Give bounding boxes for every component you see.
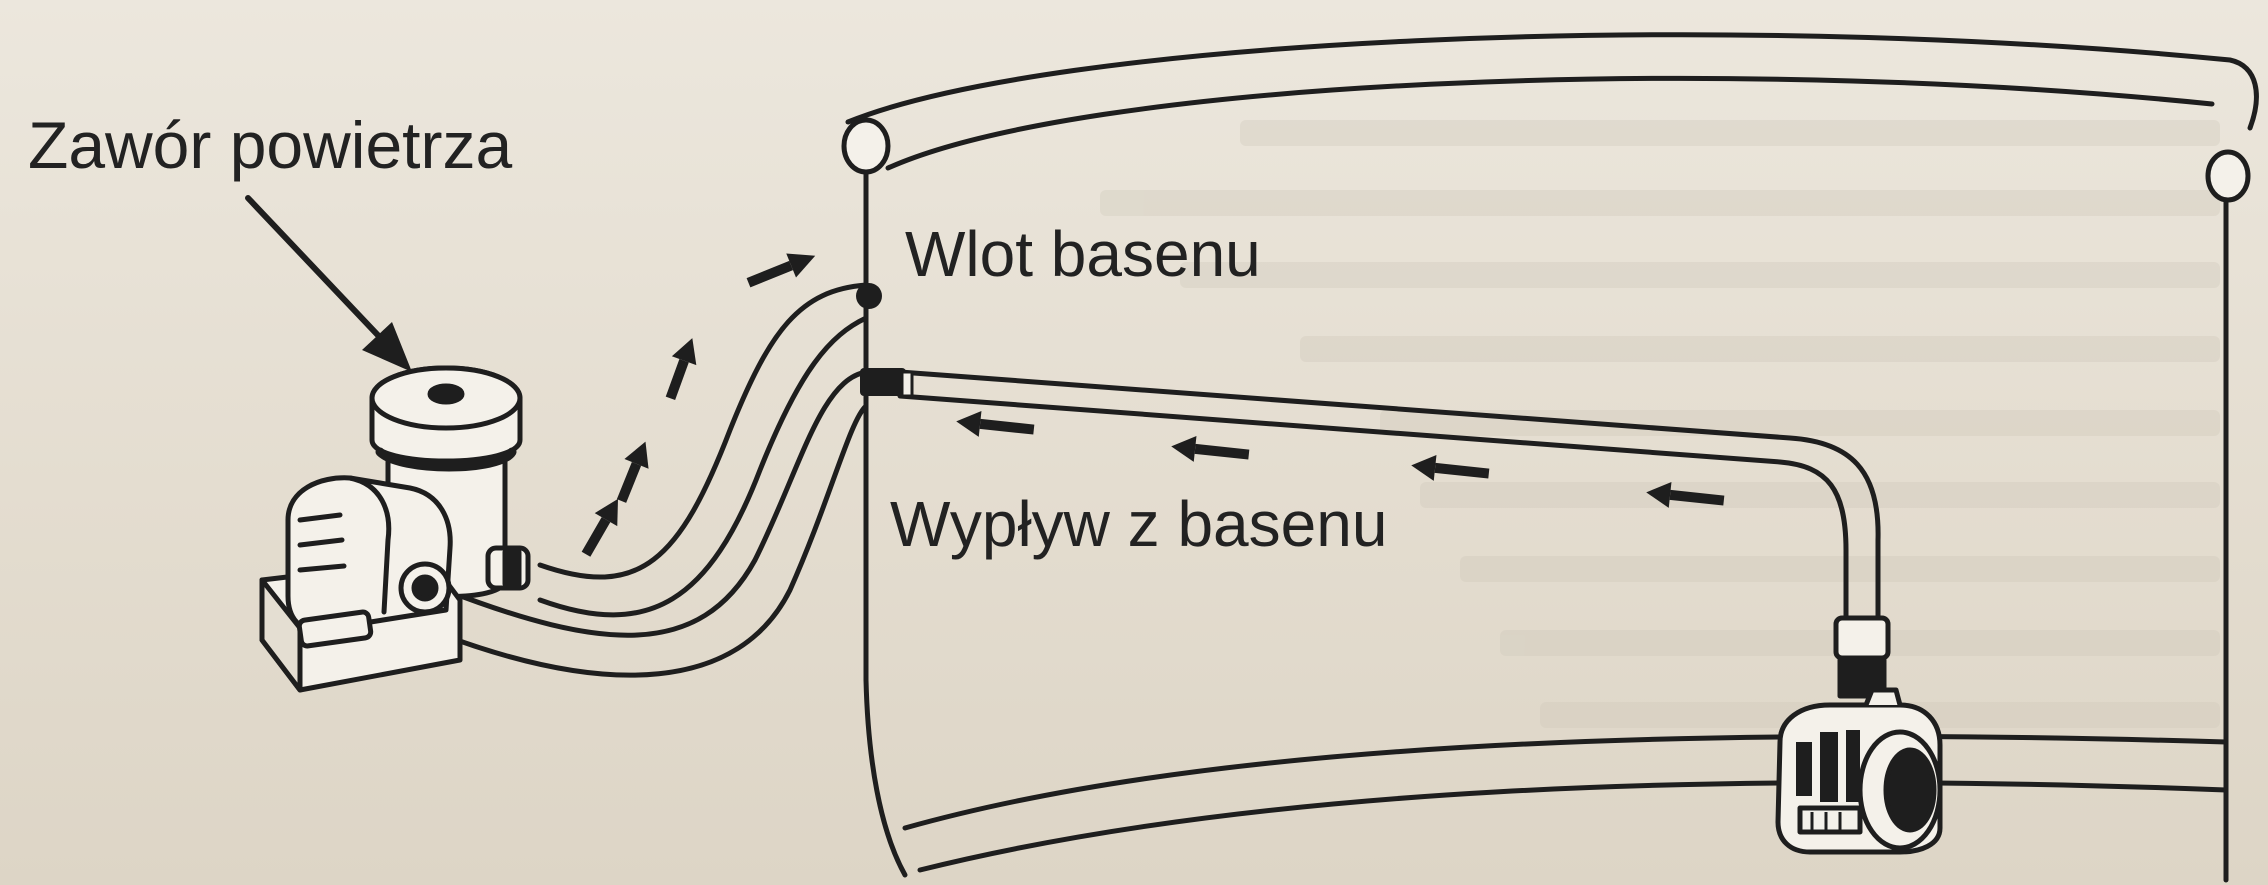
pool-floor-curve-1 [902,733,2229,831]
outlet-hose-lower-edge [427,403,869,678]
air-valve-pointer [245,195,412,372]
flow-arrow-icon [665,338,697,401]
flow-arrow-icon [1646,481,1725,508]
flow-arrow-icon [581,498,618,557]
air-valve-label: Zawór powietrza [28,108,513,182]
inlet-flow-arrows [581,253,816,557]
pool-floor-curve-2 [917,780,2229,873]
inlet-hose-lower-edge [537,315,869,618]
pool [841,32,2259,883]
flow-arrow-icon [956,410,1035,437]
inlet-connector [856,283,882,309]
inlet-hose-upper-edge [537,282,869,580]
outlet-flow-arrows [956,410,1725,508]
pool-wall-left [863,169,908,878]
pool-rim-outer [845,32,2259,131]
flow-arrow-icon [746,253,816,288]
pool-hose-lower-edge [897,393,1849,623]
filter-pump-icon [259,365,531,693]
pool-hose-upper-edge [897,369,1881,623]
pool-skimmer-icon [1775,615,1943,855]
hoses [427,282,1881,678]
flow-arrow-icon [1411,454,1490,481]
pool-rim-inner [885,75,2215,171]
air-valve [427,383,465,405]
outlet-connector [860,368,906,396]
wall-connectors [856,283,914,398]
flow-arrow-icon [1171,435,1250,462]
flow-arrow-icon [616,441,649,503]
pool-inlet-label: Wlot basenu [905,218,1261,290]
pool-outlet-label: Wypływ z basenu [890,488,1388,560]
outlet-hose-upper-edge [442,369,869,638]
pool-rim-left-cap [841,117,891,175]
pool-rim-right-cap [2205,149,2251,203]
